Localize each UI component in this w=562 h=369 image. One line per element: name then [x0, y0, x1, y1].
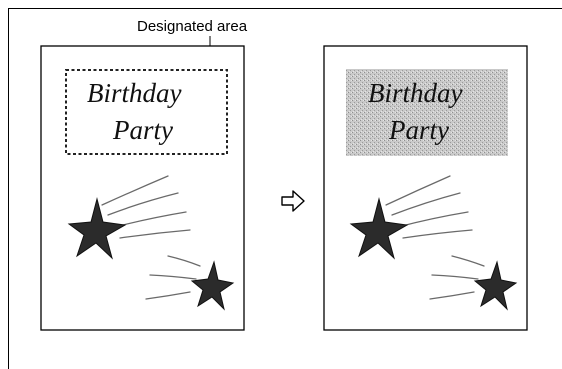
after-streak-1	[385, 175, 451, 206]
after-large-star	[349, 197, 409, 260]
right-arrow-icon	[281, 190, 305, 212]
after-streak-6	[431, 274, 479, 280]
before-page: Birthday Party	[40, 45, 245, 331]
after-streak-4	[402, 229, 473, 239]
before-small-star	[190, 260, 235, 311]
designated-area-box	[65, 69, 228, 155]
before-streak-2	[107, 192, 179, 216]
before-streak-5	[167, 255, 201, 267]
shaded-area	[346, 69, 508, 156]
after-page: Birthday Party	[323, 45, 528, 331]
before-title-line2: Party	[112, 115, 173, 145]
after-streak-7	[429, 291, 475, 300]
after-title-line2: Party	[388, 115, 449, 145]
callout-label: Designated area	[137, 18, 248, 35]
before-streak-7	[145, 291, 191, 300]
before-streak-6	[149, 274, 197, 280]
before-large-star	[67, 197, 127, 260]
before-streak-1	[101, 175, 169, 206]
after-streak-5	[451, 255, 485, 267]
after-streak-2	[391, 192, 461, 216]
before-streak-4	[119, 229, 191, 239]
after-small-star	[473, 260, 518, 311]
before-title-line1: Birthday	[87, 78, 182, 108]
after-title-line1: Birthday	[368, 78, 463, 108]
